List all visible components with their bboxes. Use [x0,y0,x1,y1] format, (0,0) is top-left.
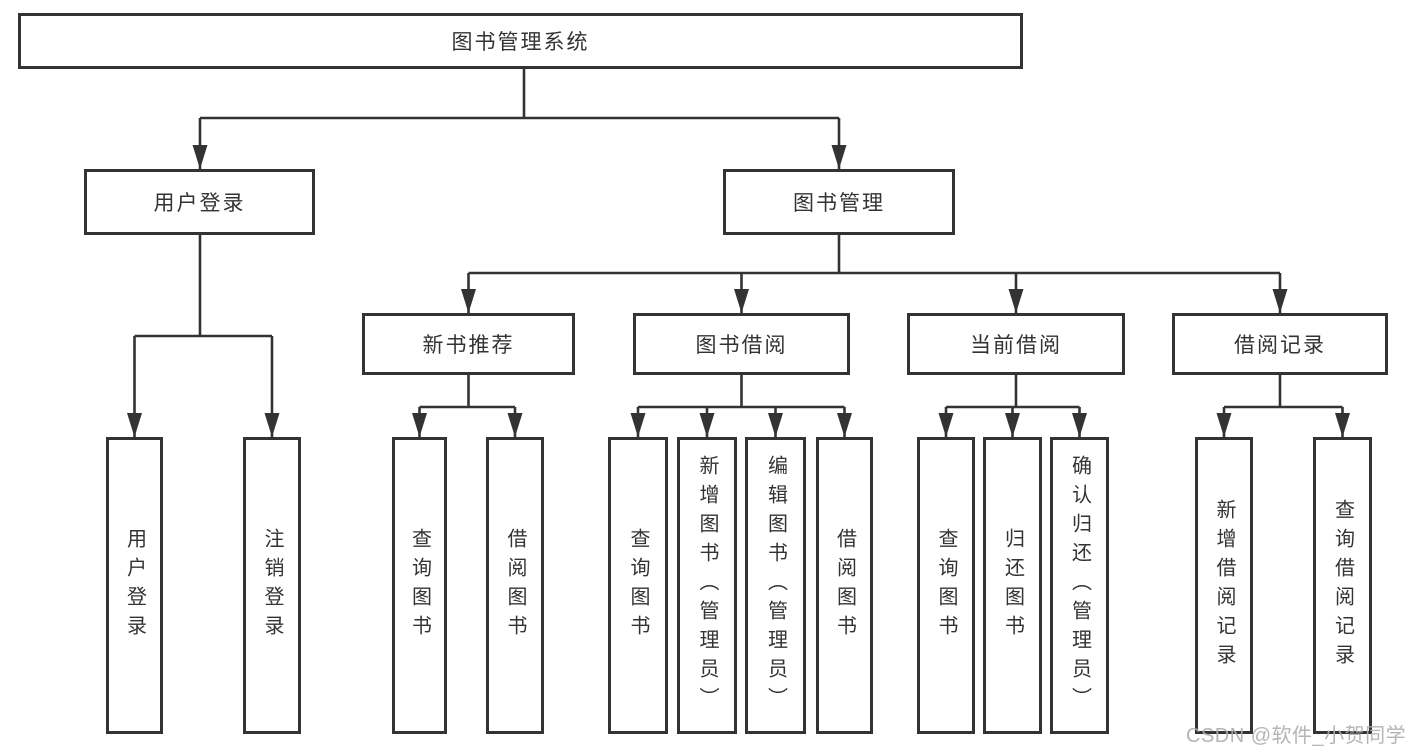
node-borrowing-records: 借阅记录 [1172,313,1388,375]
leaf-user-login: 用户登录 [106,437,163,734]
leaf-edit-books-admin: 编辑图书（管理员） [745,437,806,734]
leaf-label: 归还图书 [1001,527,1024,644]
leaf-confirm-return-admin: 确认归还（管理员） [1050,437,1109,734]
leaf-label: 用户登录 [123,527,146,644]
leaf-label: 查询图书 [408,527,431,644]
leaf-query-books-recommend: 查询图书 [392,437,447,734]
connector-borrow-to-leaves [636,375,846,437]
leaf-add-borrow-record: 新增借阅记录 [1195,437,1253,734]
leaf-borrow-books: 借阅图书 [816,437,873,734]
leaf-label: 查询图书 [627,527,649,644]
leaf-return-books: 归还图书 [983,437,1042,734]
node-current-borrowing: 当前借阅 [907,313,1125,375]
leaf-add-books-admin: 新增图书（管理员） [677,437,737,734]
leaf-label: 查询借阅记录 [1331,498,1354,673]
leaf-label: 新增借阅记录 [1213,498,1235,673]
connector-userlogin-to-leaves [133,235,274,437]
leaf-label: 注销登录 [261,527,283,644]
leaf-label: 编辑图书（管理员） [764,455,787,716]
leaf-query-books-current: 查询图书 [917,437,975,734]
node-label: 新书推荐 [422,334,515,357]
node-label: 图书管理 [793,192,885,215]
node-label: 当前借阅 [970,334,1062,357]
leaf-label: 借阅图书 [833,527,856,644]
leaf-label: 新增图书（管理员） [696,455,718,716]
node-book-management: 图书管理 [723,169,955,235]
leaf-label: 查询图书 [935,527,957,644]
csdn-watermark: CSDN @软件_小贺同学 [1186,725,1405,747]
node-root-system: 图书管理系统 [18,13,1023,69]
leaf-query-borrow-record: 查询借阅记录 [1313,437,1372,734]
leaf-label: 借阅图书 [504,527,526,644]
connector-records-to-leaves [1222,375,1344,437]
node-new-book-recommend: 新书推荐 [362,313,575,375]
node-label: 用户登录 [153,192,246,215]
leaf-borrow-books-recommend: 借阅图书 [486,437,544,734]
node-label: 图书借阅 [695,334,788,357]
leaf-query-books-borrow: 查询图书 [608,437,668,734]
connector-bookmgmt-to-level3 [467,235,1282,313]
node-user-login: 用户登录 [84,169,315,235]
leaf-label: 确认归还（管理员） [1068,455,1091,716]
arrowheads [127,145,1350,437]
connector-root-to-level2 [198,69,841,169]
node-book-borrowing: 图书借阅 [633,313,850,375]
leaf-logout: 注销登录 [243,437,301,734]
node-root-label: 图书管理系统 [451,31,590,54]
node-label: 借阅记录 [1234,334,1326,357]
connector-recommend-to-leaves [418,375,517,437]
